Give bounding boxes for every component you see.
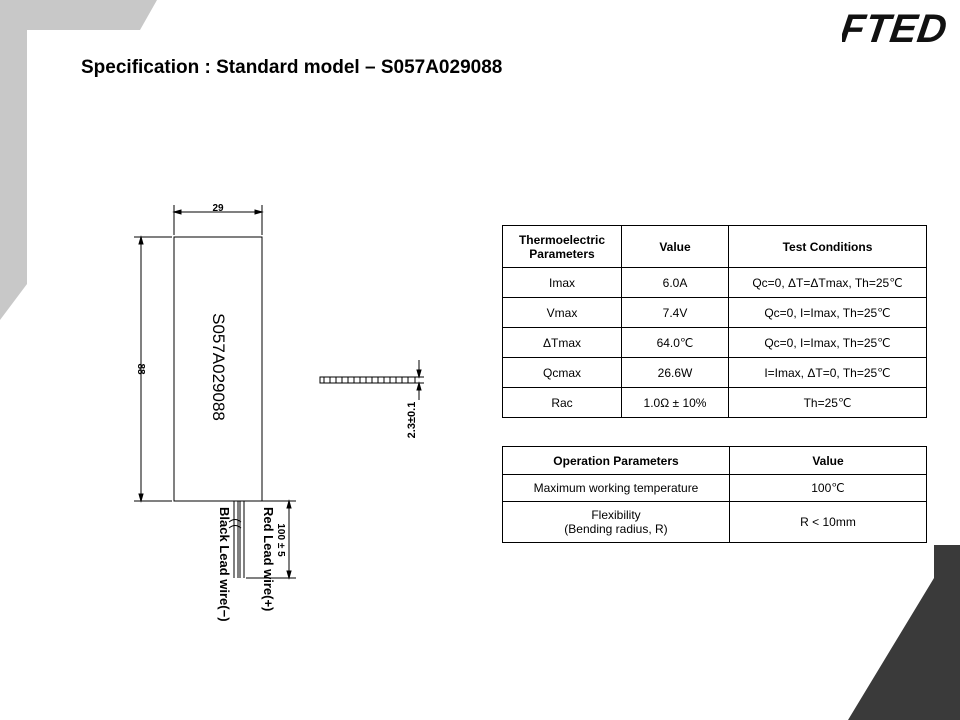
- param-qcmax: Qcmax: [502, 357, 622, 388]
- top-left-corner-shape: [0, 0, 157, 320]
- value-qcmax: 26.6W: [621, 357, 729, 388]
- param-flexibility: Flexibility (Bending radius, R): [502, 501, 730, 543]
- lead-length-label: 100 ± 5: [275, 523, 286, 557]
- flexibility-sublabel: (Bending radius, R): [564, 522, 668, 536]
- table-row: Maximum working temperature 100℃: [502, 474, 927, 502]
- cond-rac: Th=25℃: [728, 387, 927, 418]
- value-flexibility: R < 10mm: [729, 501, 927, 543]
- flexibility-label: Flexibility: [591, 508, 641, 522]
- header-test-conditions: Test Conditions: [728, 225, 927, 268]
- table-header-row: Operation Parameters Value: [502, 446, 927, 475]
- table-header-row: Thermoelectric Parameters Value Test Con…: [502, 225, 927, 268]
- svg-text:FTED: FTED: [842, 6, 950, 50]
- param-dtmax: ΔTmax: [502, 327, 622, 358]
- table-row: ΔTmax 64.0℃ Qc=0, I=Imax, Th=25℃: [502, 327, 927, 358]
- value-vmax: 7.4V: [621, 297, 729, 328]
- value-rac: 1.0Ω ± 10%: [621, 387, 729, 418]
- table-row: Rac 1.0Ω ± 10% Th=25℃: [502, 387, 927, 418]
- param-max-working-temperature: Maximum working temperature: [502, 474, 730, 502]
- black-lead-label: Black Lead wire(−): [217, 507, 232, 622]
- fted-logo: FTED: [842, 6, 950, 50]
- thickness-label: 2.3±0.1: [406, 402, 418, 439]
- red-lead-label: Red Lead wire(+): [261, 507, 276, 611]
- header-operation-parameters: Operation Parameters: [502, 446, 730, 475]
- table-row: Qcmax 26.6W I=Imax, ΔT=0, Th=25℃: [502, 357, 927, 388]
- cond-qcmax: I=Imax, ΔT=0, Th=25℃: [728, 357, 927, 388]
- height-dimension-label: 88: [135, 363, 146, 375]
- thermoelectric-parameters-table: Thermoelectric Parameters Value Test Con…: [502, 225, 927, 418]
- header-value: Value: [729, 446, 927, 475]
- header-value: Value: [621, 225, 729, 268]
- page-title: Specification : Standard model – S057A02…: [81, 57, 503, 78]
- cond-vmax: Qc=0, I=Imax, Th=25℃: [728, 297, 927, 328]
- param-vmax: Vmax: [502, 297, 622, 328]
- table-row: Flexibility (Bending radius, R) R < 10mm: [502, 501, 927, 543]
- value-imax: 6.0A: [621, 267, 729, 298]
- header-thermoelectric-parameters: Thermoelectric Parameters: [502, 225, 622, 268]
- bottom-right-corner-shape: [848, 545, 960, 720]
- module-side-view: [319, 376, 416, 384]
- operation-parameters-table: Operation Parameters Value Maximum worki…: [502, 446, 927, 543]
- param-imax: Imax: [502, 267, 622, 298]
- value-dtmax: 64.0℃: [621, 327, 729, 358]
- table-row: Imax 6.0A Qc=0, ΔT=ΔTmax, Th=25℃: [502, 267, 927, 298]
- table-row: Vmax 7.4V Qc=0, I=Imax, Th=25℃: [502, 297, 927, 328]
- model-label: S057A029088: [209, 313, 228, 421]
- value-max-working-temperature: 100℃: [729, 474, 927, 502]
- cond-imax: Qc=0, ΔT=ΔTmax, Th=25℃: [728, 267, 927, 298]
- param-rac: Rac: [502, 387, 622, 418]
- module-outline: [173, 236, 263, 502]
- width-dimension-label: 29: [212, 203, 224, 214]
- cond-dtmax: Qc=0, I=Imax, Th=25℃: [728, 327, 927, 358]
